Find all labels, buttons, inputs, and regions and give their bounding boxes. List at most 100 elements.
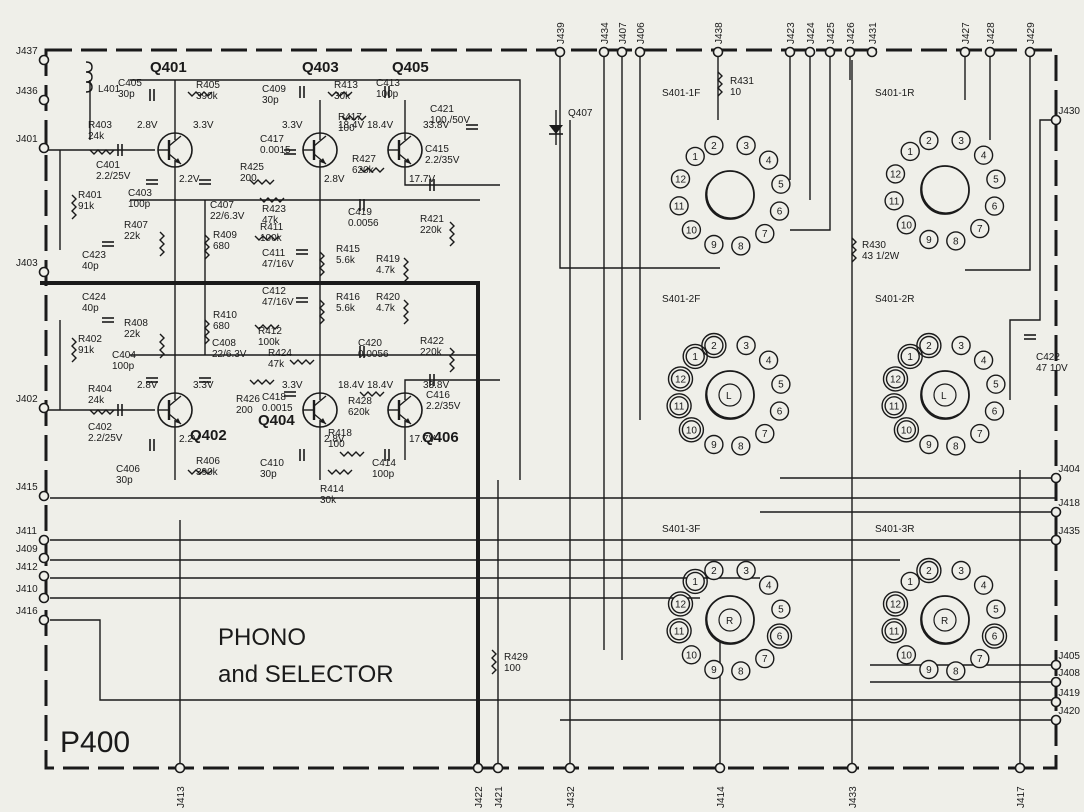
jack-label: J420 [1058,706,1080,717]
resistor-ref: R405 [196,80,220,91]
switch-pin: 7 [970,423,990,444]
capacitor-value: 0.0056 [348,218,379,229]
jack-terminal-j433: J433 [846,762,859,808]
capacitor-ref: C401 [96,160,120,171]
jack-label: J430 [1058,106,1080,117]
switch-pin: 11 [881,393,907,419]
base-voltage: 18.4V [367,380,393,391]
jack-label: J434 [600,22,611,44]
switch-pin-number: 3 [743,141,749,152]
capacitor-ref: C405 [118,78,142,89]
switch-pin-number: 5 [993,175,999,186]
capacitor-value: 0.0056 [358,349,389,360]
jack-label: J426 [846,22,857,44]
base-voltage: 3.3V [282,120,303,131]
switch-pin-number: 5 [778,380,784,391]
switch-pin-number: 12 [890,374,902,385]
resistor-value: 100 [504,663,521,674]
resistor-ref: R423 [262,204,286,215]
resistor-value: 47k [262,215,279,226]
switch-pin: 2 [704,135,724,156]
switch-pin-number: 2 [711,141,717,152]
switch-pin: 4 [758,350,779,370]
jack-wires-left [50,497,1056,701]
capacitor-value: 100p [372,469,395,480]
switch-pin: 3 [736,335,756,356]
resistor-ref: R406 [196,456,220,467]
resistor-ref: R404 [88,384,112,395]
components: R40191kR40291kR40324kR40424kR405390kR406… [71,59,1068,675]
switch-pin-number: 5 [778,605,784,616]
jack-terminal-j419: J419 [1050,688,1080,708]
switch-pin-number: 1 [907,147,913,158]
switch-pin-number: 3 [958,566,964,577]
switch-pin-number: 3 [958,136,964,147]
switch-pin: 10 [896,215,917,235]
capacitor-ref: C411 [262,248,286,259]
jack-label: J412 [16,562,38,573]
jack-label: J428 [986,22,997,44]
switch-pin: 3 [951,130,971,151]
jack-terminal-j438: J438 [712,22,725,58]
switch-pin-number: 2 [926,566,932,577]
capacitor-value: 30p [260,469,277,480]
jack-label: J402 [16,394,38,405]
switch-pin: 10 [681,645,702,665]
resistor-ref: R420 [376,292,400,303]
rotor-label: R [726,616,733,627]
jack-terminal-j405: J405 [1050,651,1080,671]
switch-pin-number: 6 [992,202,998,213]
switch-pin: 5 [986,599,1006,619]
resistor-ref: R428 [348,396,372,407]
transistor-name: Q402 [190,427,227,444]
resistor-value: 5.6k [336,255,356,266]
switch-pin: 6 [769,401,790,421]
switch-pin-number: 7 [762,429,768,440]
diode-label: Q407 [568,108,593,119]
resistor-ref: R411 [260,222,284,233]
capacitor-value: 47 10V [1036,363,1068,374]
jack-label: J422 [474,786,485,808]
jack-terminal-j424: J424 [804,22,817,58]
rotor-label: R [941,616,948,627]
jack-terminal-j431: J431 [866,22,879,58]
switch-pin-number: 11 [674,626,685,637]
capacitor-value: 2.2/25V [88,433,123,444]
jack-label: J403 [16,258,38,269]
resistor-value: 91k [78,345,95,356]
switch-pin: 6 [984,401,1005,421]
collector-voltage: 3.3V [193,120,214,131]
jack-terminals: J437J436J401J403J402J415J411J409J412J410… [16,22,1080,808]
jack-terminal-j410: J410 [16,584,50,604]
switch-pin: 7 [755,423,775,444]
switch-pin-number: 9 [711,440,717,451]
resistor-value: 100 [338,123,355,134]
switch-pin: 10 [681,220,702,240]
resistor-value: 91k [78,201,95,212]
jack-label: J427 [961,22,972,44]
switch-pin-number: 1 [692,577,698,588]
switch-pin-number: 4 [981,151,987,162]
jack-terminal-j437: J437 [16,46,50,66]
jack-terminal-j416: J416 [16,606,50,626]
switch-pin: 2 [916,332,942,359]
switch-pin: 3 [951,335,971,356]
board-title-line2: and SELECTOR [218,661,394,688]
capacitor-ref: C420 [358,338,382,349]
switch-title: S401-1F [662,88,700,99]
collector-voltage: 18.4V [338,120,364,131]
jack-terminal-j427: J427 [959,22,972,58]
resistor-ref: R413 [334,80,358,91]
